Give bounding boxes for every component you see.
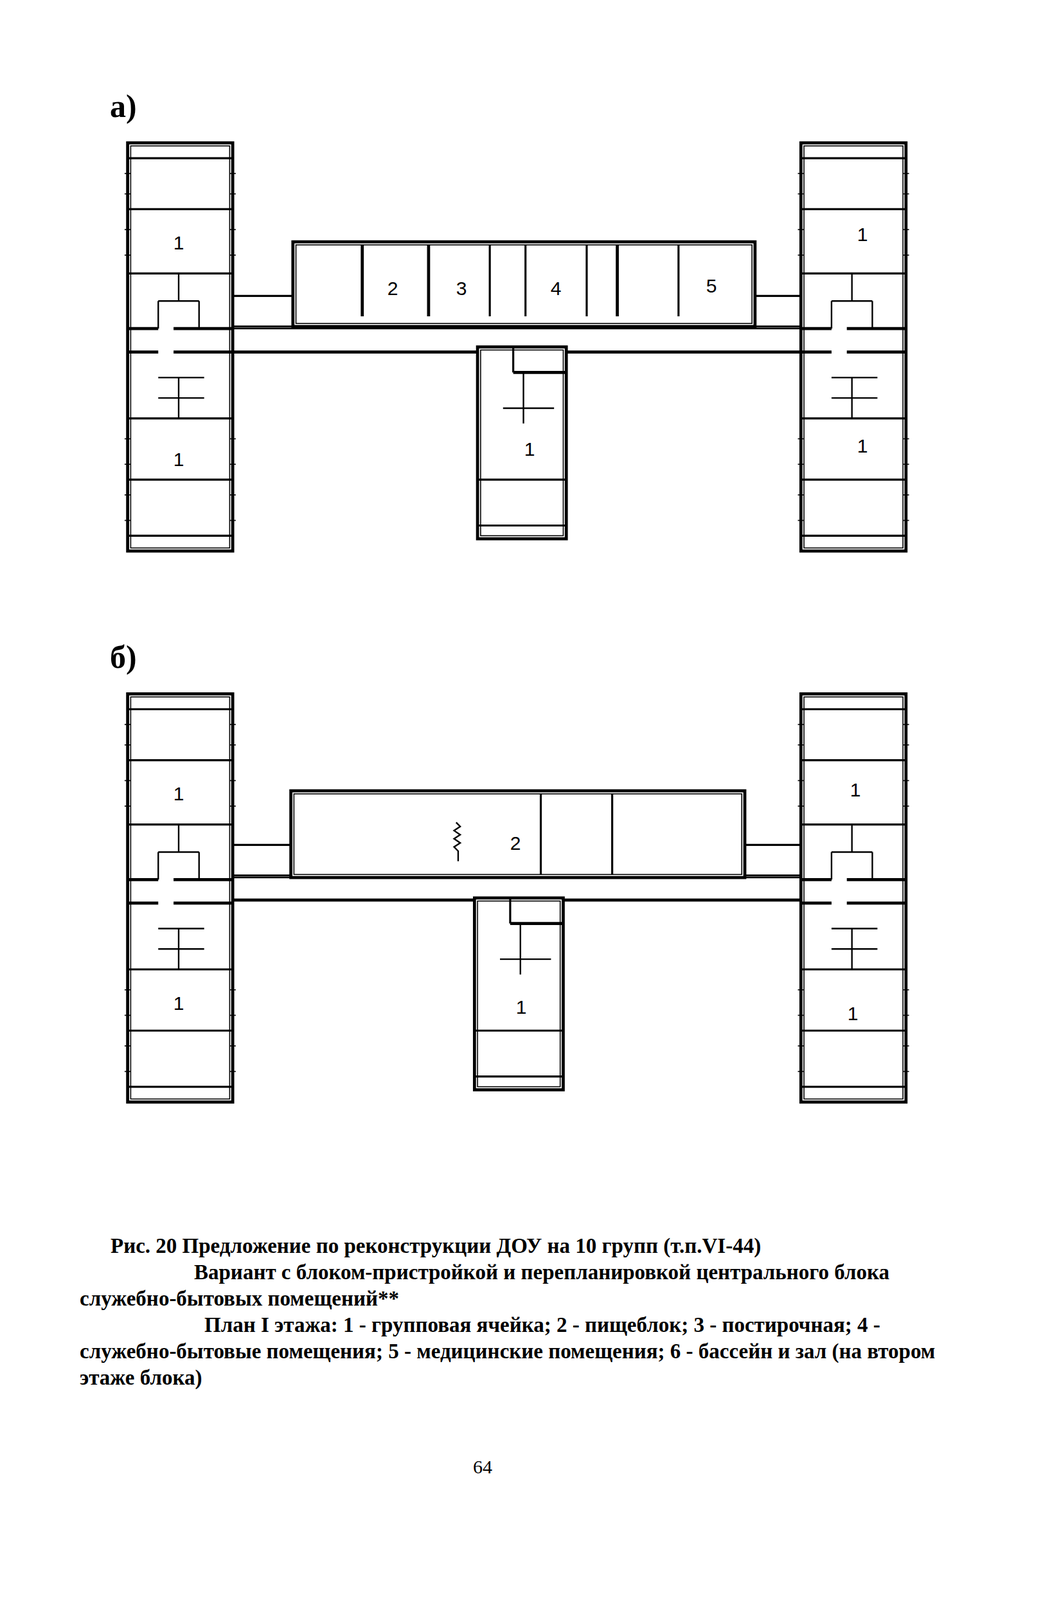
plan-letter: б) bbox=[109, 640, 137, 673]
room-number: 1 bbox=[514, 996, 529, 1018]
room-number: 1 bbox=[855, 435, 871, 457]
room-number: 5 bbox=[704, 275, 720, 297]
figure-caption: Рис. 20 Предложение по реконструкции ДОУ… bbox=[110, 1232, 978, 1259]
caption-legend: План I этажа: 1 - групповая ячейка; 2 - … bbox=[79, 1311, 978, 1391]
room-number: 1 bbox=[855, 224, 871, 245]
room-number: 1 bbox=[522, 438, 538, 460]
room-number: 4 bbox=[548, 278, 564, 299]
plan-letter: а) bbox=[109, 89, 137, 123]
page-number: 64 bbox=[472, 1456, 493, 1477]
room-number: 1 bbox=[845, 1003, 861, 1024]
room-number: 1 bbox=[171, 992, 187, 1014]
caption-block: Рис. 20 Предложение по реконструкции ДОУ… bbox=[79, 1232, 978, 1391]
room-number: 1 bbox=[171, 783, 187, 804]
room-number: 1 bbox=[171, 449, 187, 470]
room-number: 1 bbox=[171, 232, 187, 254]
room-number: 2 bbox=[508, 832, 524, 854]
caption-subtitle: Вариант с блоком-пристройкой и переплани… bbox=[79, 1258, 978, 1312]
room-number: 1 bbox=[848, 779, 864, 801]
room-number: 2 bbox=[385, 278, 401, 299]
room-number: 3 bbox=[454, 278, 470, 299]
